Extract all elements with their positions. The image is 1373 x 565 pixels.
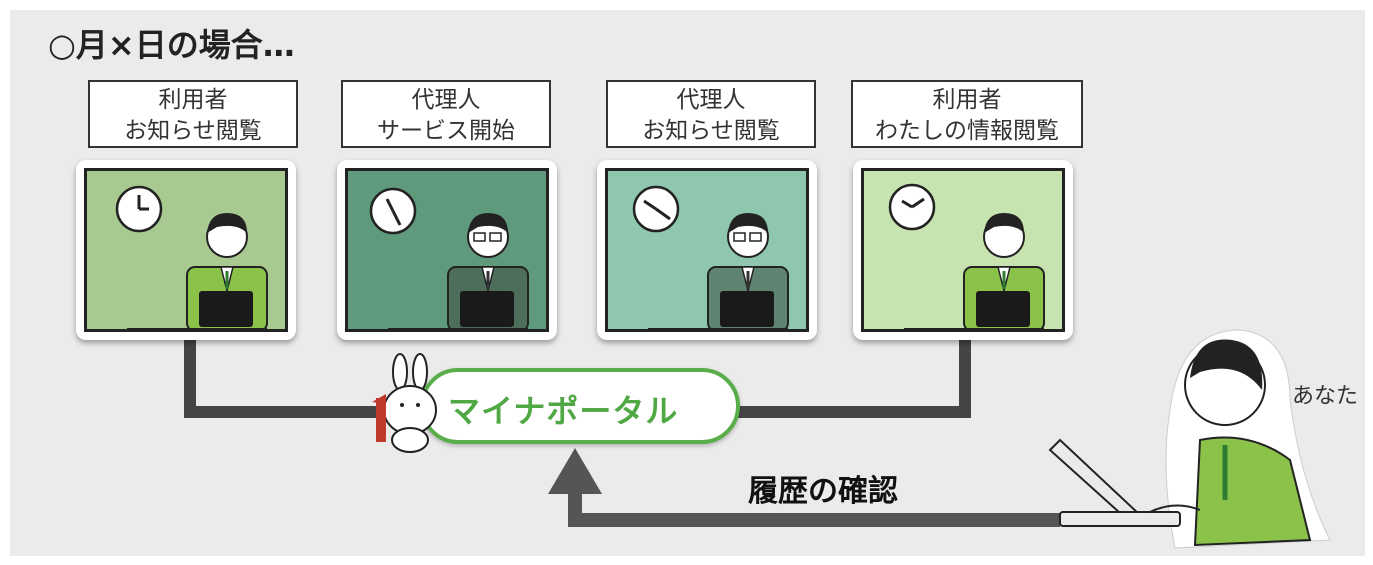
panel-label-4-line2: わたしの情報閲覧 (875, 118, 1059, 144)
panel-label-1-line1: 利用者 (158, 87, 228, 113)
scene-panel-3 (597, 160, 817, 340)
scene-3 (605, 168, 809, 332)
scene-panel-2 (337, 160, 557, 340)
clock-icon (369, 187, 417, 235)
you-label: あなた (1292, 384, 1359, 409)
panel-label-2-line1: 代理人 (411, 87, 481, 113)
scene-panel-1 (76, 160, 296, 340)
page-title: ○月×日の場合… (48, 26, 295, 64)
proxy-at-desk-illustration (348, 171, 546, 329)
scene-4 (861, 168, 1065, 332)
history-arrow-line (568, 492, 1060, 527)
panel-label-3: 代理人 お知らせ閲覧 (606, 80, 816, 148)
scene-1 (84, 168, 288, 332)
history-arrow-head (548, 448, 602, 494)
panel-label-4-line1: 利用者 (932, 87, 1002, 113)
panel-label-1-line2: お知らせ閲覧 (124, 118, 262, 144)
scene-2 (345, 168, 549, 332)
panel-label-1: 利用者 お知らせ閲覧 (88, 80, 298, 148)
panel-label-2-line2: サービス開始 (377, 118, 515, 144)
clock-icon (115, 185, 163, 233)
clock-icon (888, 183, 936, 231)
user-at-desk-illustration (87, 171, 285, 329)
panel-label-3-line2: お知らせ閲覧 (642, 118, 780, 144)
panel-label-3-line1: 代理人 (676, 87, 746, 113)
mynaportal-badge (420, 368, 740, 444)
scene-panel-4 (853, 160, 1073, 340)
connector-left (184, 340, 430, 418)
mynaportal-label: マイナポータル (448, 392, 679, 430)
panel-label-4: 利用者 わたしの情報閲覧 (851, 80, 1083, 148)
panel-label-2: 代理人 サービス開始 (341, 80, 551, 148)
clock-icon (632, 185, 680, 233)
connector-right (730, 340, 971, 418)
proxy-at-desk-illustration (608, 171, 806, 329)
user-at-desk-illustration (864, 171, 1062, 329)
history-check-label: 履歴の確認 (748, 474, 898, 509)
